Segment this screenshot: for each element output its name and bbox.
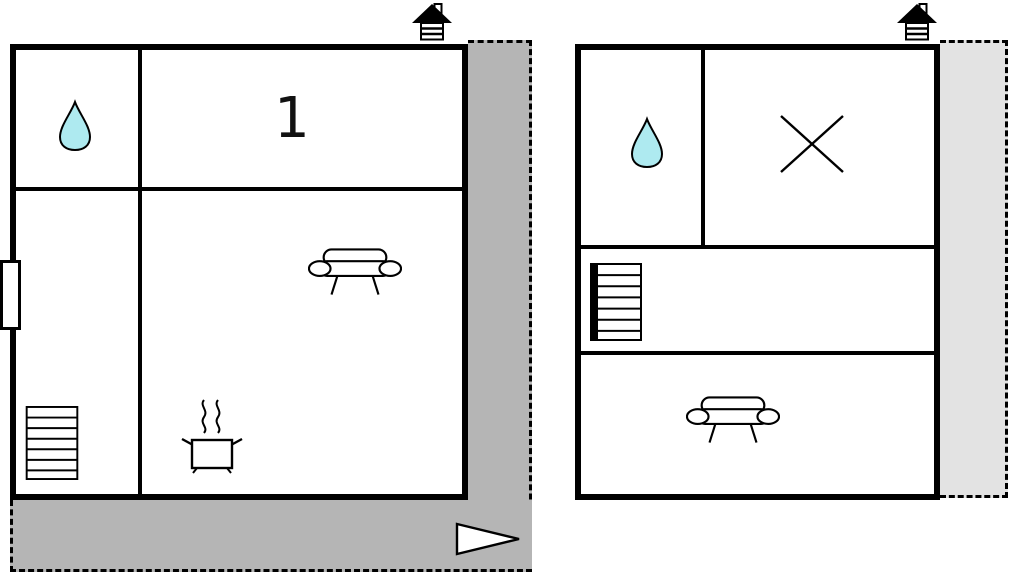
interior-wall-horizontal: [581, 245, 934, 249]
stairs-icon: [590, 263, 642, 341]
room-number-label: 1: [274, 86, 310, 151]
terrace-side-area: [940, 40, 1008, 498]
interior-wall-horizontal: [581, 351, 934, 355]
entrance-house-icon: [897, 3, 937, 41]
water-drop-icon: [57, 99, 93, 153]
terrace-bottom-area: [10, 500, 532, 572]
terrace-side-area: [468, 40, 532, 572]
cross-icon: [779, 114, 845, 174]
window-marker: [0, 260, 21, 330]
sofa-icon: [308, 246, 402, 298]
water-drop-icon: [629, 116, 665, 170]
pot-with-steam-icon: [180, 398, 244, 474]
stairs-icon: [25, 406, 79, 480]
sofa-icon: [686, 394, 780, 446]
interior-wall-vertical: [138, 50, 142, 494]
triangle-arrow-icon: [455, 521, 521, 557]
interior-wall-vertical: [701, 50, 705, 245]
interior-wall-horizontal: [16, 187, 462, 191]
entrance-house-icon: [412, 3, 452, 41]
